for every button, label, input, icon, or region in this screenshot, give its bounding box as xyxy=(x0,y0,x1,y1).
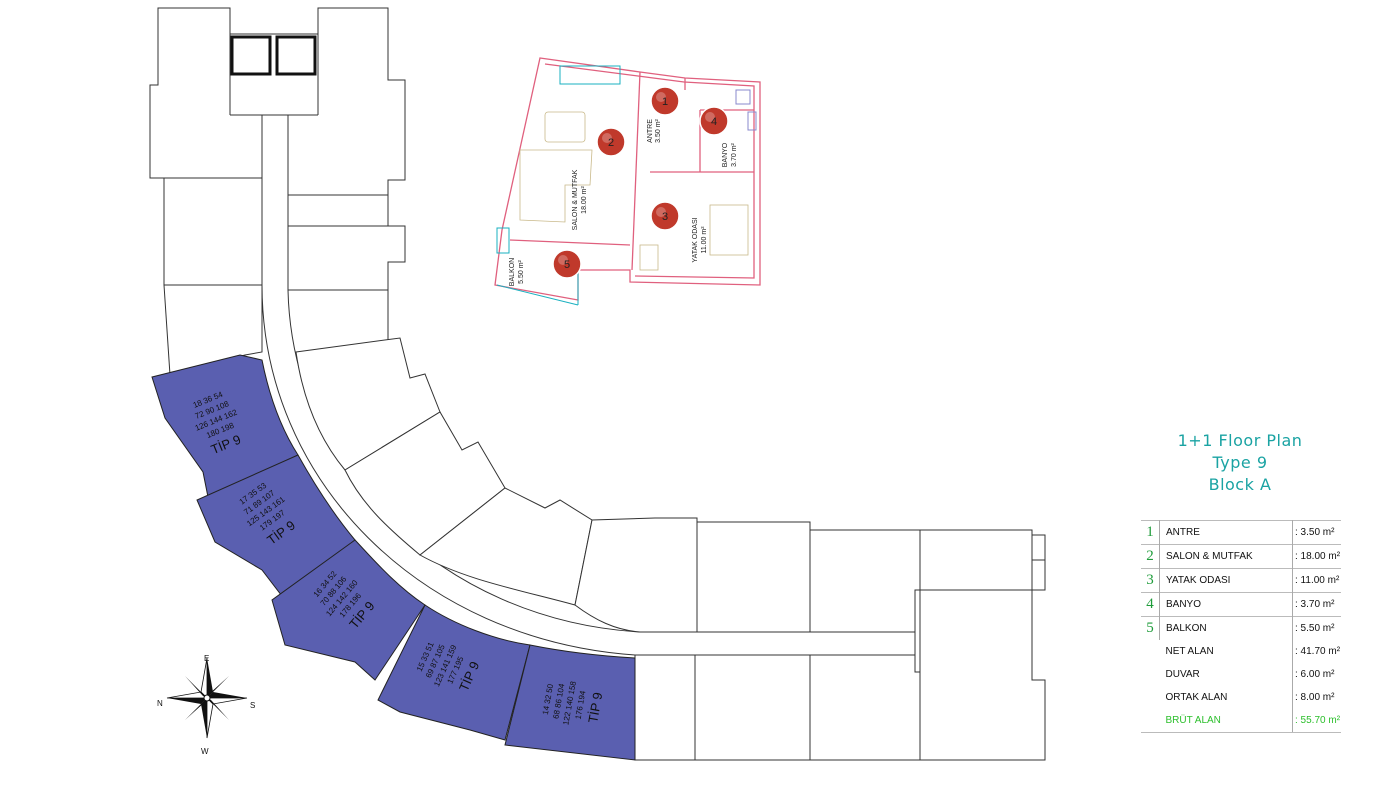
compass-n: N xyxy=(157,699,163,708)
room-area-banyo: 3.70 m² xyxy=(731,142,738,166)
compass-w: W xyxy=(201,747,209,756)
room-area-antre: 3.50 m² xyxy=(655,118,662,142)
room-marker-1 xyxy=(650,86,680,116)
plan-title: 1+1 Floor Plan Type 9 Block A xyxy=(1140,430,1340,496)
row-value: : 11.00 m² xyxy=(1292,568,1341,593)
room-marker-shine xyxy=(602,133,612,143)
total-label: BRÜT ALAN xyxy=(1159,709,1293,733)
highlight-unit-4 xyxy=(377,604,531,741)
table-row: 3 YATAK ODASI : 11.00 m² xyxy=(1141,568,1341,593)
row-number: 3 xyxy=(1141,568,1160,593)
unit-floor-plan: ANTRE 3.50 m² SALON & MUTFAK 18.00 m² YA… xyxy=(494,57,761,306)
row-label: NET ALAN xyxy=(1159,640,1293,663)
row-value: : 3.70 m² xyxy=(1292,592,1341,617)
title-line-1: 1+1 Floor Plan xyxy=(1177,431,1303,450)
highlight-unit-5 xyxy=(504,644,636,761)
highlight-unit-2 xyxy=(196,454,356,601)
room-marker-shine xyxy=(705,112,715,122)
row-spacer xyxy=(1141,663,1160,686)
total-value: : 55.70 m² xyxy=(1292,709,1341,733)
table-row: NET ALAN : 41.70 m² xyxy=(1141,640,1341,663)
compass-e: E xyxy=(204,654,209,663)
area-table: 1 ANTRE : 3.50 m² 2 SALON & MUTFAK : 18.… xyxy=(1141,520,1341,733)
row-number: 1 xyxy=(1141,520,1160,545)
room-marker-number: 2 xyxy=(608,137,614,149)
table-row: DUVAR : 6.00 m² xyxy=(1141,663,1341,686)
table-row: 1 ANTRE : 3.50 m² xyxy=(1141,520,1341,545)
row-value: : 6.00 m² xyxy=(1295,669,1335,680)
room-label-antre: ANTRE xyxy=(647,119,654,143)
room-marker-shine xyxy=(558,255,568,265)
building-outline xyxy=(149,7,1046,761)
row-spacer xyxy=(1141,686,1160,709)
row-label: BANYO xyxy=(1159,592,1293,617)
row-number: 2 xyxy=(1141,544,1160,569)
row-label: ANTRE xyxy=(1159,520,1293,545)
row-label: YATAK ODASI xyxy=(1159,568,1293,593)
room-marker-4 xyxy=(699,106,729,136)
row-value: : 18.00 m² xyxy=(1292,544,1341,569)
room-area-balkon: 5.50 m² xyxy=(518,259,525,283)
unit-type-label: TİP 9 xyxy=(585,691,605,724)
row-label: DUVAR xyxy=(1159,663,1293,686)
room-marker-number: 4 xyxy=(711,116,717,128)
room-marker-2 xyxy=(596,127,626,157)
room-marker-number: 1 xyxy=(662,96,668,108)
table-row: 5 BALKON : 5.50 m² xyxy=(1141,616,1341,640)
table-row: 2 SALON & MUTFAK : 18.00 m² xyxy=(1141,544,1341,569)
row-spacer xyxy=(1141,640,1160,663)
row-number: 4 xyxy=(1141,592,1160,617)
row-value: : 3.50 m² xyxy=(1292,520,1341,545)
row-value: : 41.70 m² xyxy=(1295,646,1341,657)
row-spacer xyxy=(1141,709,1160,733)
title-line-2: Type 9 xyxy=(1212,453,1268,472)
compass-rose-icon: N E S W xyxy=(157,654,255,756)
room-label-yatak: YATAK ODASI xyxy=(692,217,699,262)
row-number: 5 xyxy=(1141,616,1160,640)
row-value: : 5.50 m² xyxy=(1292,616,1341,640)
table-row-total: BRÜT ALAN : 55.70 m² xyxy=(1141,709,1341,733)
table-row: ORTAK ALAN : 8.00 m² xyxy=(1141,686,1341,709)
room-label-balkon: BALKON xyxy=(509,258,516,286)
room-marker-5 xyxy=(552,249,582,279)
room-marker-number: 5 xyxy=(564,259,570,271)
elevator-shafts xyxy=(230,35,317,76)
row-label: SALON & MUTFAK xyxy=(1159,544,1293,569)
room-markers: 1 2 3 4 5 xyxy=(552,86,729,279)
compass-s: S xyxy=(250,701,255,710)
room-area-salon: 18.00 m² xyxy=(581,186,588,214)
title-line-3: Block A xyxy=(1208,475,1272,494)
table-row: 4 BANYO : 3.70 m² xyxy=(1141,592,1341,617)
highlight-unit-3 xyxy=(271,539,426,681)
row-label: BALKON xyxy=(1159,616,1293,640)
row-value: : 8.00 m² xyxy=(1295,692,1335,703)
room-area-yatak: 11.00 m² xyxy=(701,226,708,254)
room-marker-shine xyxy=(656,92,666,102)
room-marker-3 xyxy=(650,201,680,231)
row-label: ORTAK ALAN xyxy=(1159,686,1293,709)
room-marker-number: 3 xyxy=(662,211,668,223)
room-label-banyo: BANYO xyxy=(722,142,729,167)
room-label-salon: SALON & MUTFAK xyxy=(572,169,579,230)
room-marker-shine xyxy=(656,207,666,217)
